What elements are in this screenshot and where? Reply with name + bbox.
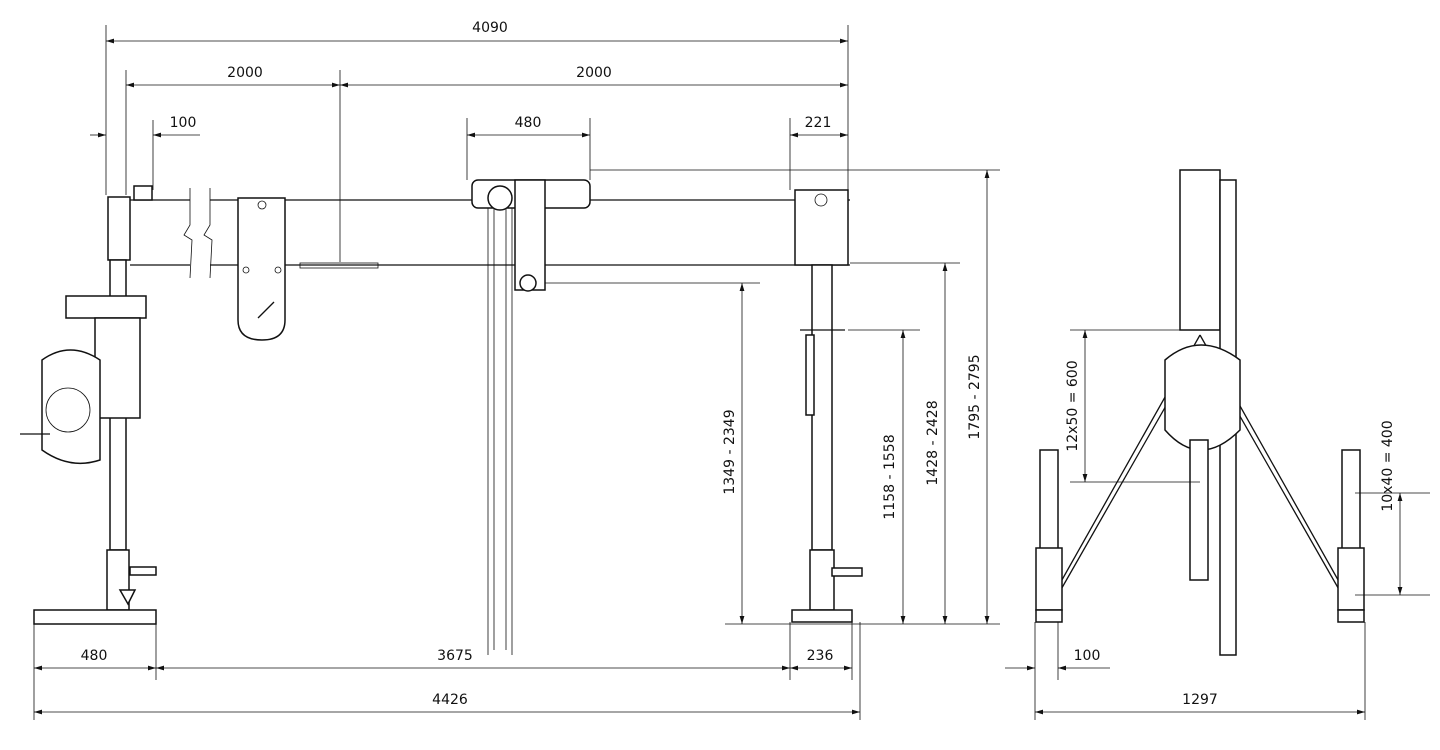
dim-total-height: 1795 - 2795 [967,354,983,439]
dimension-lines [34,38,990,715]
dim-overall-bottom: 4426 [432,692,468,708]
dim-lower-height: 1158 - 1558 [882,434,898,519]
right-post [791,189,863,623]
dim-side-step-leg: 10x40 = 400 [1380,420,1396,511]
dim-hook-height: 1349 - 2349 [722,409,738,494]
side-view [1005,169,1430,720]
dimension-labels: 4090 2000 2000 100 480 221 1349 - 2349 1… [81,20,1396,708]
dim-side-overall: 1297 [1182,692,1218,708]
dim-overall-top: 4090 [472,20,508,36]
dim-side-step-top: 12x50 = 600 [1065,360,1081,451]
dim-base-left: 480 [81,648,108,664]
dim-between-bases: 3675 [437,648,473,664]
dim-base-right: 236 [807,648,834,664]
dim-offset-left: 100 [170,115,197,131]
dim-beam-height: 1428 - 2428 [925,400,941,485]
dim-span-right: 2000 [576,65,612,81]
trolley [471,179,591,655]
left-post [20,185,157,625]
dim-end-block: 221 [805,115,832,131]
adjustment-plate [237,197,286,341]
dim-side-leg-width: 100 [1074,648,1101,664]
front-view [20,25,1000,720]
dim-trolley-width: 480 [515,115,542,131]
dim-span-left: 2000 [227,65,263,81]
